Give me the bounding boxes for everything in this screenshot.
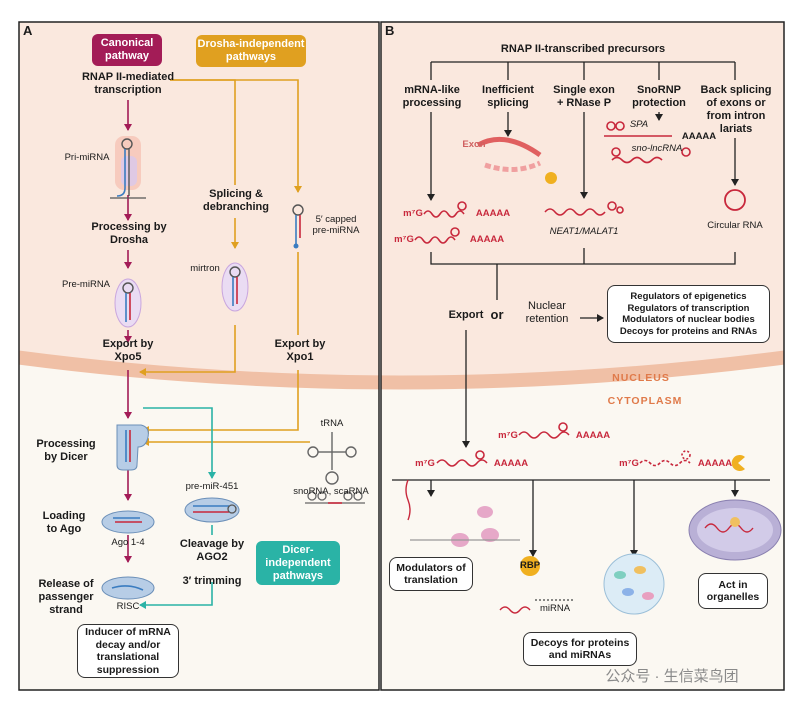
cleavage-ago2-label: Cleavage by AGO2 [179, 538, 245, 563]
polya-label-1: AAAAA [475, 208, 511, 219]
modulators-box: Modulators of translation [389, 557, 473, 591]
trna-icon [307, 432, 357, 485]
m7g-label-3: m⁷G [498, 430, 518, 441]
polya-label-5: AAAAA [697, 458, 733, 469]
splicing-debranching-label: Splicing & debranching [202, 188, 269, 213]
processing-dicer-label: Processing by Dicer [36, 438, 96, 463]
cytoplasm-label: CYTOPLASM [607, 395, 683, 407]
dicer-independent-arrows [139, 407, 216, 609]
exon-label: Exon [462, 139, 486, 150]
mirtron-label: mirtron [190, 263, 220, 274]
rbp-label: RBP [519, 560, 541, 571]
pre-mir-451-icon [184, 497, 240, 523]
pre-mirna-icon [114, 278, 142, 328]
drosha-independent-arrows [139, 79, 310, 446]
ago-1-4-label: Ago 1-4 [111, 537, 145, 548]
drosha-independent-tag: Drosha-independent pathways [196, 35, 306, 67]
rbp-icon [499, 556, 575, 614]
export-xpo1-label: Export by Xpo1 [274, 338, 326, 363]
snornp-label: SnoRNP protection [632, 84, 686, 109]
mrna-like-label: mRNA-like processing [402, 84, 462, 109]
regulators-box: Regulators of epigenetics Regulators of … [607, 285, 770, 343]
polya-label-4: AAAAA [493, 458, 529, 469]
precursors-header: RNAP II-transcribed precursors [500, 43, 666, 55]
m7g-label-1: m⁷G [403, 208, 423, 219]
mirtron-icon [221, 262, 249, 312]
splicing-icon [476, 136, 557, 184]
capped-pre-mirna-icon [292, 204, 304, 249]
risc-label: RISC [116, 601, 140, 612]
dicer-icon [116, 424, 149, 471]
or-label: or [490, 307, 504, 322]
single-exon-label: Single exon + RNase P [553, 84, 615, 109]
pre-mir-451-label: pre-miR-451 [185, 481, 239, 492]
panel-a-letter: A [23, 23, 33, 38]
watermark: 公众号 · 生信菜鸟团 [605, 668, 739, 685]
neat1-label: NEAT1/MALAT1 [549, 226, 619, 237]
mirna-label: miRNA [539, 603, 571, 614]
nuclear-retention-label: Nuclear retention [525, 300, 569, 325]
trna-label: tRNA [320, 418, 344, 429]
pre-mirna-label: Pre-miRNA [61, 279, 111, 290]
canonical-pathway-tag: Canonical pathway [92, 34, 162, 66]
export-label: Export [448, 309, 484, 321]
back-splicing-label: Back splicing of exons or from intron la… [700, 84, 772, 135]
nuclear-body-icon [603, 553, 665, 615]
trimming-label: 3′ trimming [182, 575, 242, 587]
ribosome-icon [405, 479, 520, 547]
panel-b-letter: B [385, 23, 395, 38]
release-passenger-label: Release of passenger strand [38, 578, 94, 616]
rnap2-transcription-label: RNAP II-mediated transcription [81, 71, 175, 96]
circular-rna-label: Circular RNA [707, 220, 763, 231]
inefficient-splicing-label: Inefficient splicing [482, 84, 534, 109]
rna-drawings [414, 121, 746, 467]
snorna-scarna-label: snoRNA, scaRNA [293, 486, 369, 497]
mitochondrion-icon [688, 499, 782, 561]
pri-mirna-label: Pri-miRNA [64, 152, 110, 163]
polya-label-2: AAAAA [469, 234, 505, 245]
organelles-box: Act in organelles [698, 573, 768, 609]
panel-b-frame [380, 21, 785, 691]
loading-ago-label: Loading to Ago [42, 510, 86, 535]
decay-pacman-icon [731, 454, 745, 471]
ago-icon [101, 510, 155, 534]
dicer-independent-tag: Dicer- independent pathways [256, 541, 340, 585]
decoys-box: Decoys for proteins and miRNAs [523, 632, 637, 666]
snorna-icon [305, 491, 365, 504]
spa-polya-label: AAAAA [681, 131, 717, 142]
m7g-label-2: m⁷G [394, 234, 414, 245]
panel-b-arrows [392, 61, 770, 557]
pri-mirna-icon [110, 136, 146, 199]
inducer-box: Inducer of mRNA decay and/or translation… [77, 624, 179, 678]
nucleus-label: NUCLEUS [612, 372, 670, 384]
m7g-label-4: m⁷G [415, 458, 435, 469]
polya-label-3: AAAAA [575, 430, 611, 441]
risc-icon [101, 576, 155, 600]
sno-lncrna-label: sno-lncRNA [631, 143, 683, 154]
m7g-label-5: m⁷G [619, 458, 639, 469]
processing-drosha-label: Processing by Drosha [91, 221, 167, 246]
capped-pre-mirna-label: 5′ capped pre-miRNA [312, 214, 360, 236]
spa-label: SPA [629, 119, 649, 130]
panel-a-frame [18, 21, 380, 691]
export-xpo5-label: Export by Xpo5 [102, 338, 154, 363]
